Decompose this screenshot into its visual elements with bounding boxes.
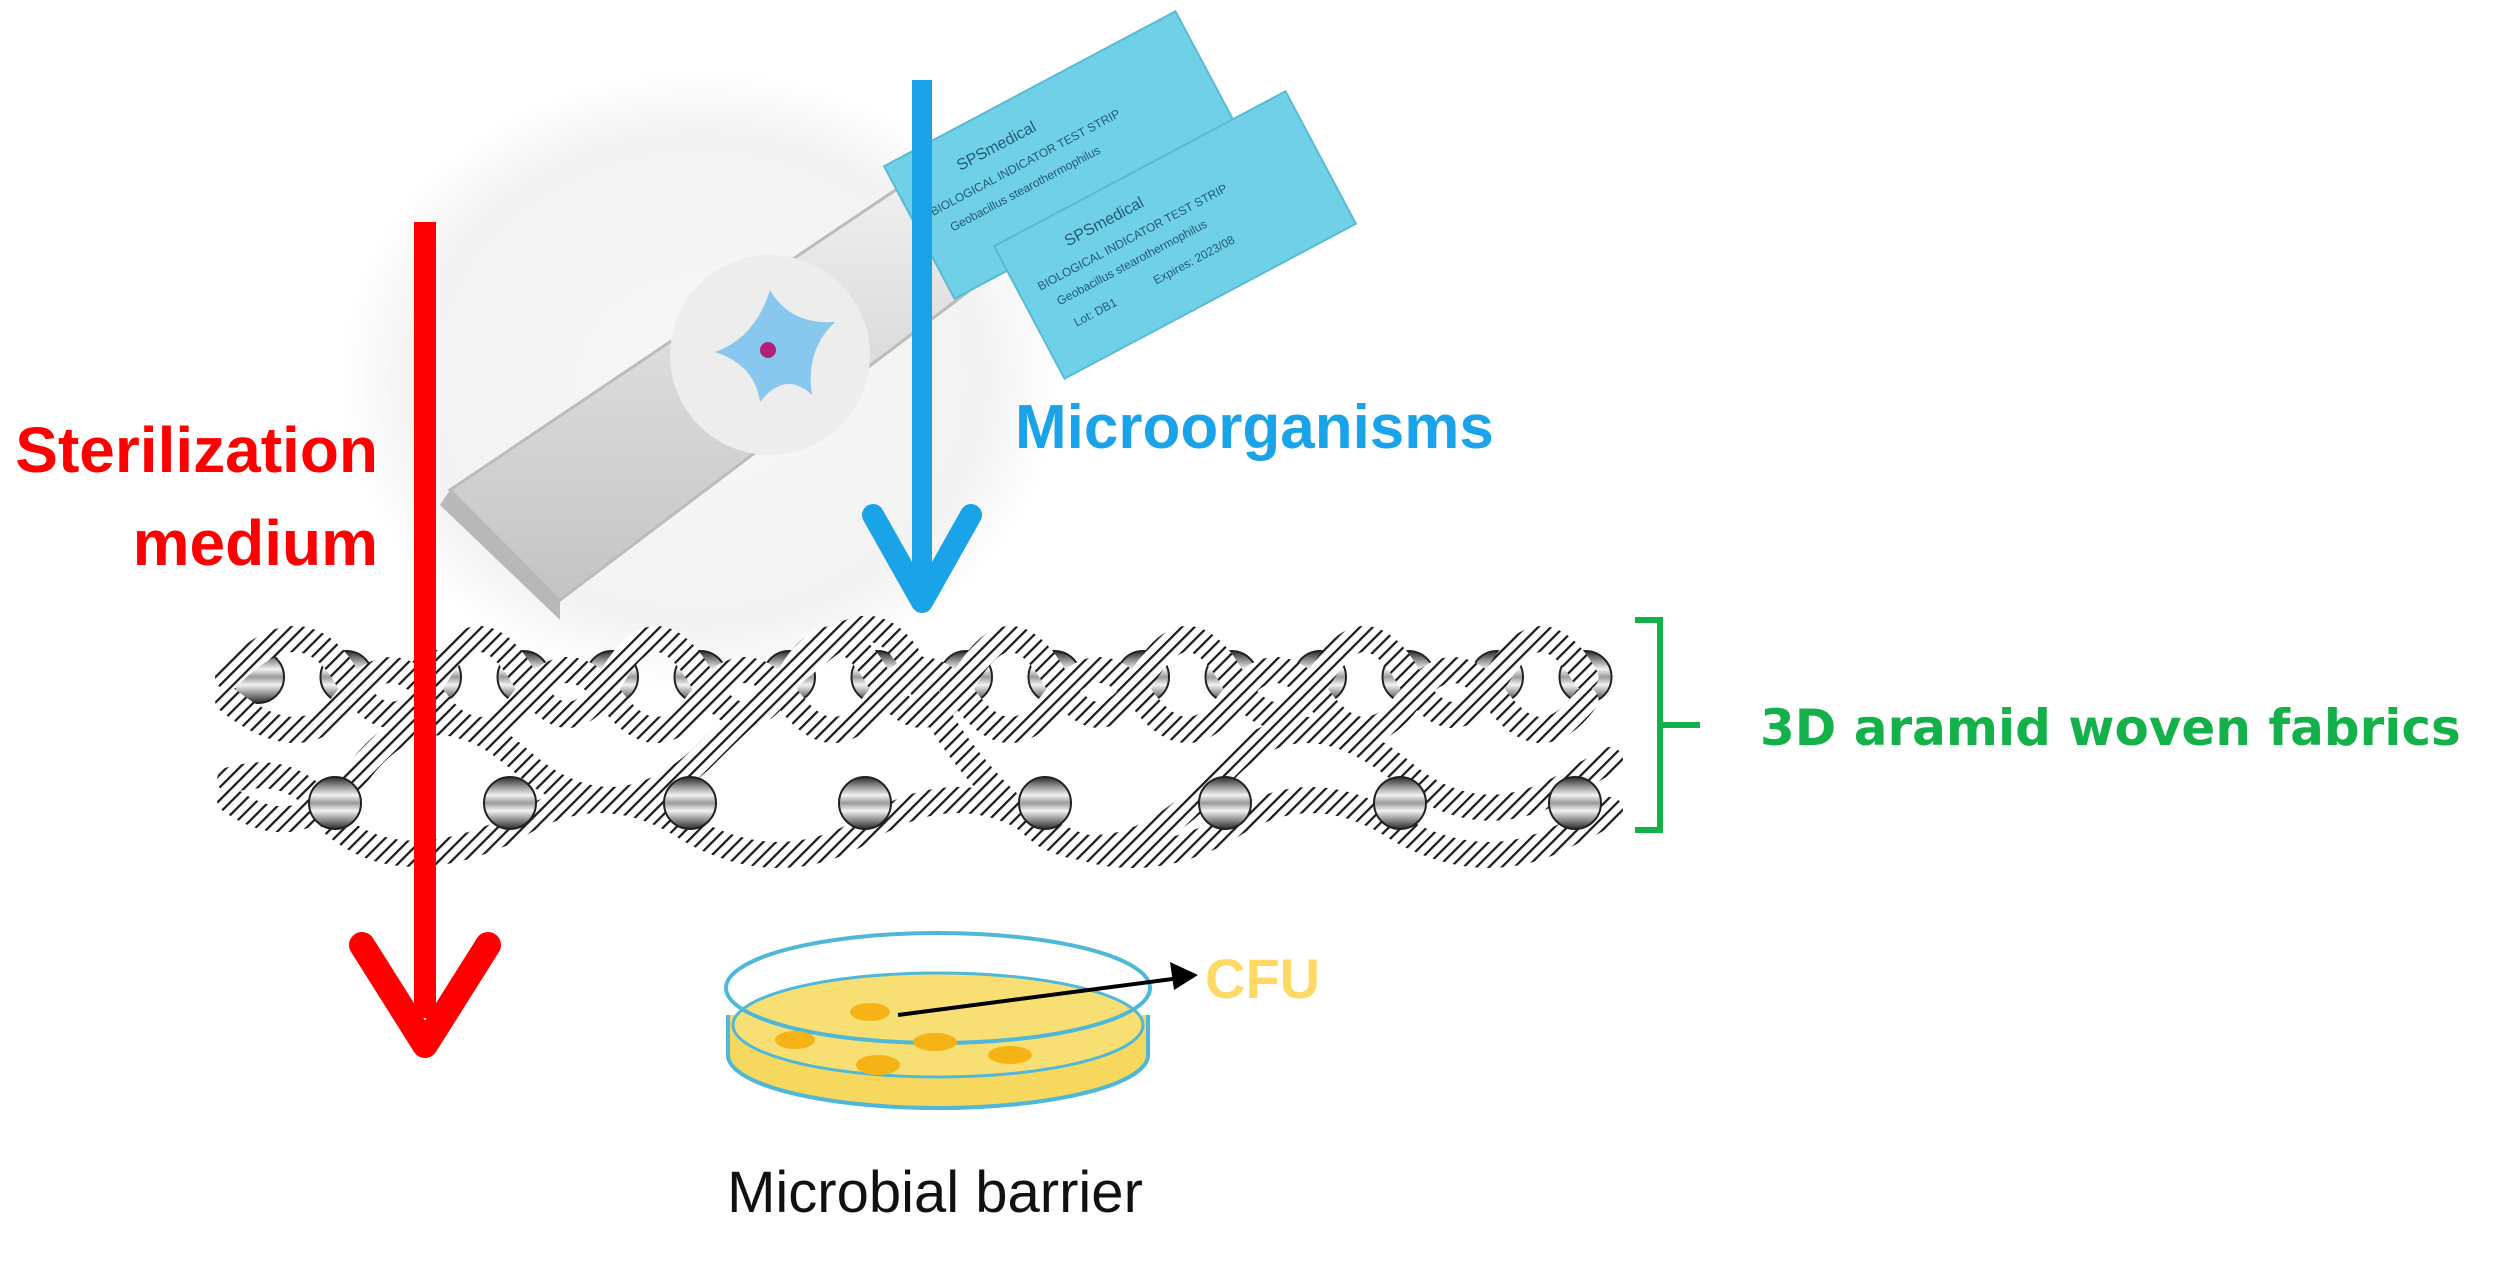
colony xyxy=(856,1055,900,1075)
warp-yarn-binder xyxy=(217,615,1623,861)
weft-yarn-cross-section xyxy=(838,776,892,830)
colony xyxy=(913,1033,957,1051)
test-strip-front: SPSmedical BIOLOGICAL INDICATOR TEST STR… xyxy=(992,89,1358,381)
agar-surface xyxy=(731,971,1145,1079)
weft-yarn-cross-section xyxy=(1018,776,1072,830)
petri-dish-icon xyxy=(724,931,1152,1110)
sterilization-arrow xyxy=(349,222,501,1058)
weft-yarn-cross-section xyxy=(663,776,717,830)
sterilization-medium-label-line1: Sterilization xyxy=(15,414,378,486)
test-strips: SPSmedical BIOLOGICAL INDICATOR TEST STR… xyxy=(882,9,1358,381)
woven-fabric xyxy=(215,615,1623,868)
microorganism-arrow xyxy=(862,80,982,613)
lower-weft-balls xyxy=(308,776,1602,830)
sterilization-medium-label-line2: medium xyxy=(133,507,378,579)
warp-yarn-upper xyxy=(215,626,1599,728)
test-strip-back: SPSmedical BIOLOGICAL INDICATOR TEST STR… xyxy=(882,9,1248,301)
colony xyxy=(850,1003,890,1021)
microbial-barrier-label: Microbial barrier xyxy=(727,1160,1143,1225)
colony xyxy=(775,1031,815,1049)
weft-yarn-cross-section xyxy=(483,776,537,830)
microorganism-arrowhead xyxy=(862,504,982,613)
weft-yarn-cross-section xyxy=(1373,776,1427,830)
weft-yarn-cross-section xyxy=(1198,776,1252,830)
weft-yarn-cross-section xyxy=(1548,776,1602,830)
glass-slide-edge xyxy=(440,490,560,620)
slide-illustration xyxy=(340,70,1060,690)
right-bracket-icon xyxy=(1635,617,1700,833)
pointer-arrow-icon xyxy=(897,962,1198,1017)
weft-yarn-cross-section xyxy=(308,776,362,830)
cfu-label: CFU xyxy=(1205,947,1320,1010)
cell-nucleus xyxy=(760,342,776,358)
colony xyxy=(988,1046,1032,1064)
microorganisms-label: Microorganisms xyxy=(1015,393,1494,462)
microorganism-cell-icon xyxy=(715,290,835,402)
fabric-label: 3D aramid woven fabrics xyxy=(1760,699,2461,757)
sterilization-arrowhead xyxy=(349,932,501,1058)
